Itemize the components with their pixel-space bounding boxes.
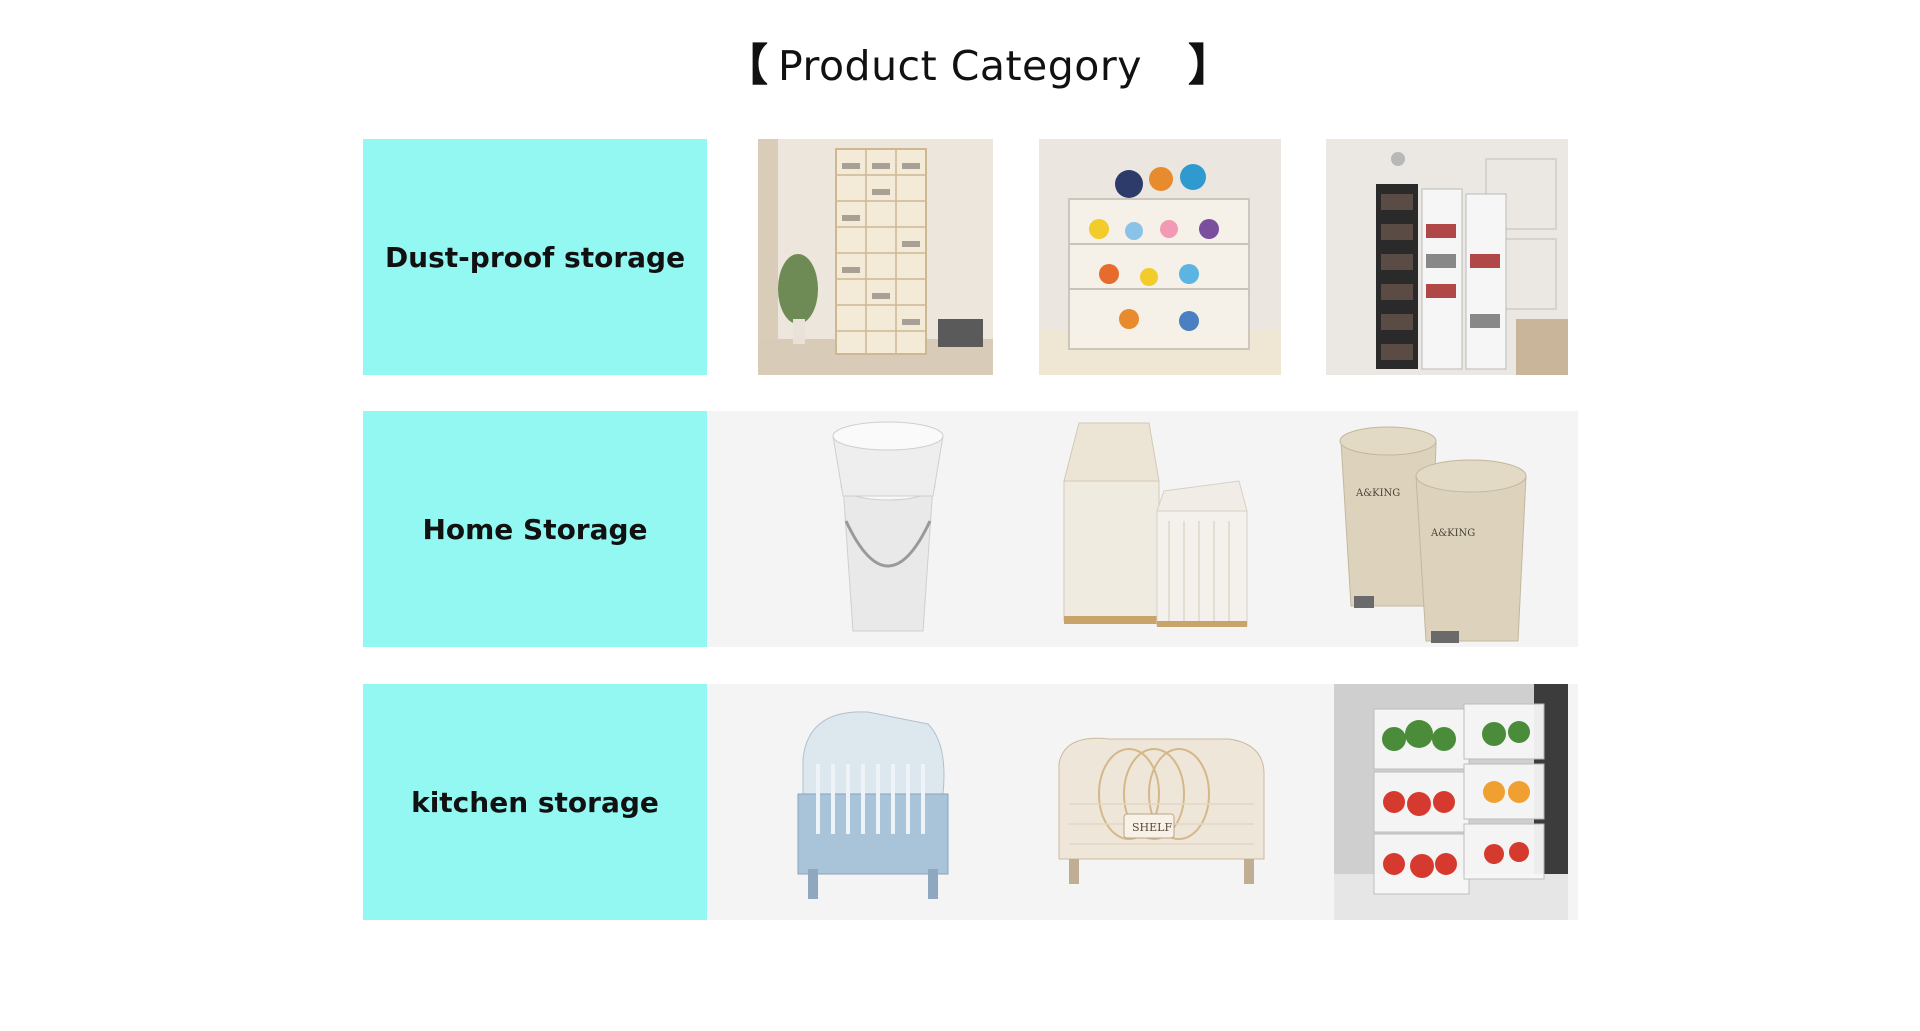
page-title: Product Category	[778, 42, 1142, 90]
bin-brand-text: A&KING	[1355, 488, 1400, 499]
trash-can-pair-photo[interactable]	[1039, 411, 1281, 647]
shelf-tag-text: SHELF	[1132, 821, 1172, 834]
category-label-box[interactable]: Home Storage	[363, 411, 707, 647]
shoe-cabinet-photo[interactable]	[758, 139, 993, 375]
bin-brand-text: A&KING	[1430, 528, 1475, 539]
category-row-dust-proof: Dust-proof storage	[363, 139, 1578, 375]
bucket-photo[interactable]	[758, 411, 993, 647]
category-row-home-storage: Home Storage	[363, 411, 1578, 647]
category-label-box[interactable]: Dust-proof storage	[363, 139, 707, 375]
title-bracket-right: 】	[1188, 40, 1232, 91]
dish-rack-shelf-photo[interactable]: SHELF	[1039, 684, 1281, 920]
category-label: Home Storage	[422, 512, 648, 546]
figure-display-case-photo[interactable]	[1039, 139, 1281, 375]
category-row-kitchen-storage: kitchen storage	[363, 684, 1578, 920]
page-header: 【 Product Category 】	[0, 36, 1920, 96]
category-label: Dust-proof storage	[384, 240, 686, 274]
category-label: kitchen storage	[411, 785, 659, 819]
category-label-box[interactable]: kitchen storage	[363, 684, 707, 920]
fridge-container-photo[interactable]	[1334, 684, 1568, 920]
dish-rack-blue-photo[interactable]	[758, 684, 993, 920]
shoe-box-stack-photo[interactable]	[1326, 139, 1568, 375]
title-bracket-left: 【	[724, 40, 768, 91]
pedal-bin-pair-photo[interactable]: A&KING A&KING	[1326, 411, 1568, 647]
